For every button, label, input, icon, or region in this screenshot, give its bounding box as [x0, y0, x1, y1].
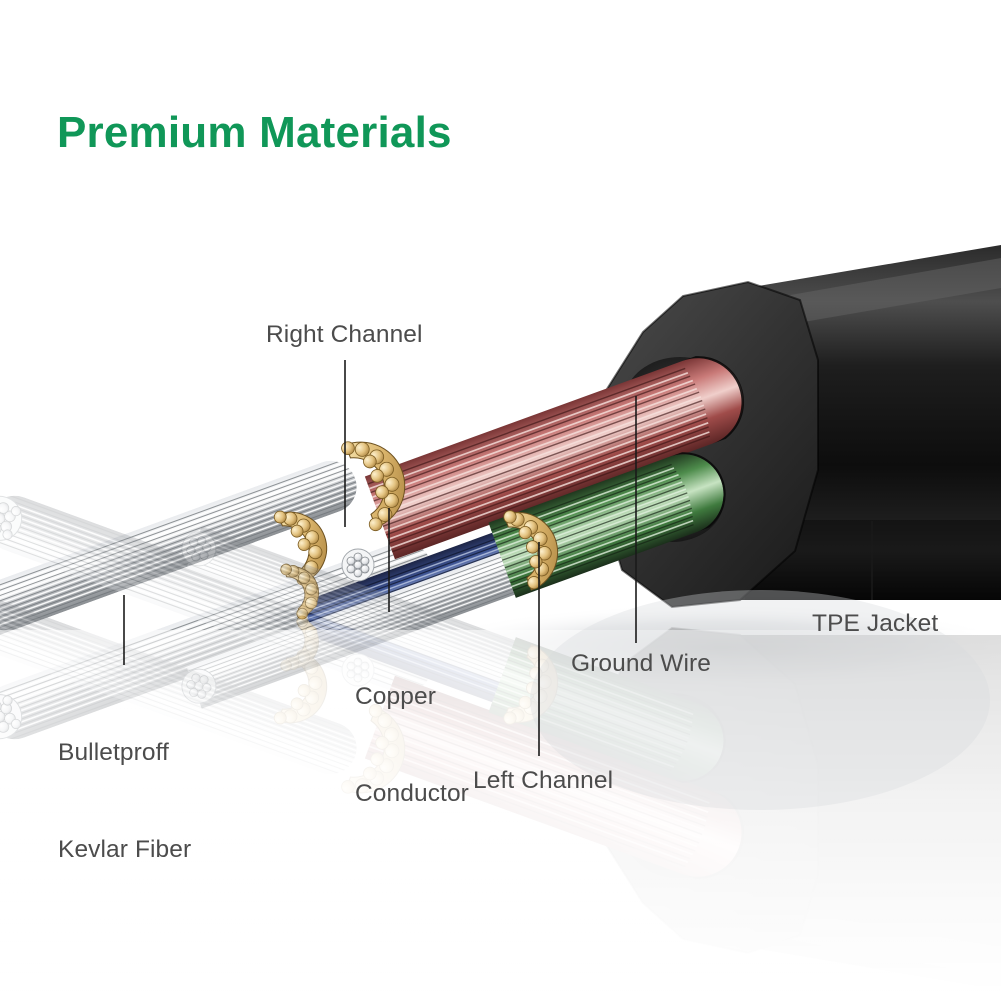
- tpe-jacket-cut-face-rim: [596, 280, 819, 609]
- callout-label-left-channel: Left Channel: [473, 767, 614, 794]
- callout-label-kevlar-line2: Kevlar Fiber: [58, 835, 192, 863]
- bore-upper: [624, 357, 736, 447]
- callout-label-copper-conductor: Copper Conductor: [355, 616, 469, 875]
- callout-label-ground-wire: Ground Wire: [571, 650, 711, 677]
- ground-wire-core: [488, 452, 726, 598]
- tpe-jacket-highlight: [745, 258, 1001, 332]
- tpe-jacket-cut-face: [598, 282, 818, 607]
- callout-label-bulletproff-kevlar-fiber: Bulletproff Kevlar Fiber: [58, 672, 191, 931]
- callout-label-right-channel: Right Channel: [266, 321, 423, 348]
- kevlar-bundle-upper: [0, 453, 364, 660]
- bore-lower: [620, 458, 724, 542]
- tpe-jacket-lower-shade: [745, 520, 1001, 600]
- callout-label-copper-conductor-line2: Conductor: [355, 779, 469, 807]
- kevlar-cut-section-lower: [0, 694, 23, 740]
- copper-conductor-ring-lower: [280, 563, 319, 620]
- leader-lines: [123, 360, 873, 756]
- tpe-jacket-body: [735, 245, 1001, 600]
- right-channel-core: [364, 356, 745, 560]
- page-title: Premium Materials: [57, 108, 452, 157]
- callout-label-kevlar-line1: Bulletproff: [58, 738, 169, 766]
- copper-conductor-ring-ground: [503, 510, 559, 591]
- kevlar-cut-section-small: [341, 548, 375, 582]
- callout-label-copper-conductor-line1: Copper: [355, 682, 436, 710]
- callout-label-tpe-jacket: TPE Jacket: [812, 610, 939, 637]
- copper-conductor-ring-upper: [341, 441, 406, 532]
- copper-conductor-ring-mid: [273, 510, 328, 586]
